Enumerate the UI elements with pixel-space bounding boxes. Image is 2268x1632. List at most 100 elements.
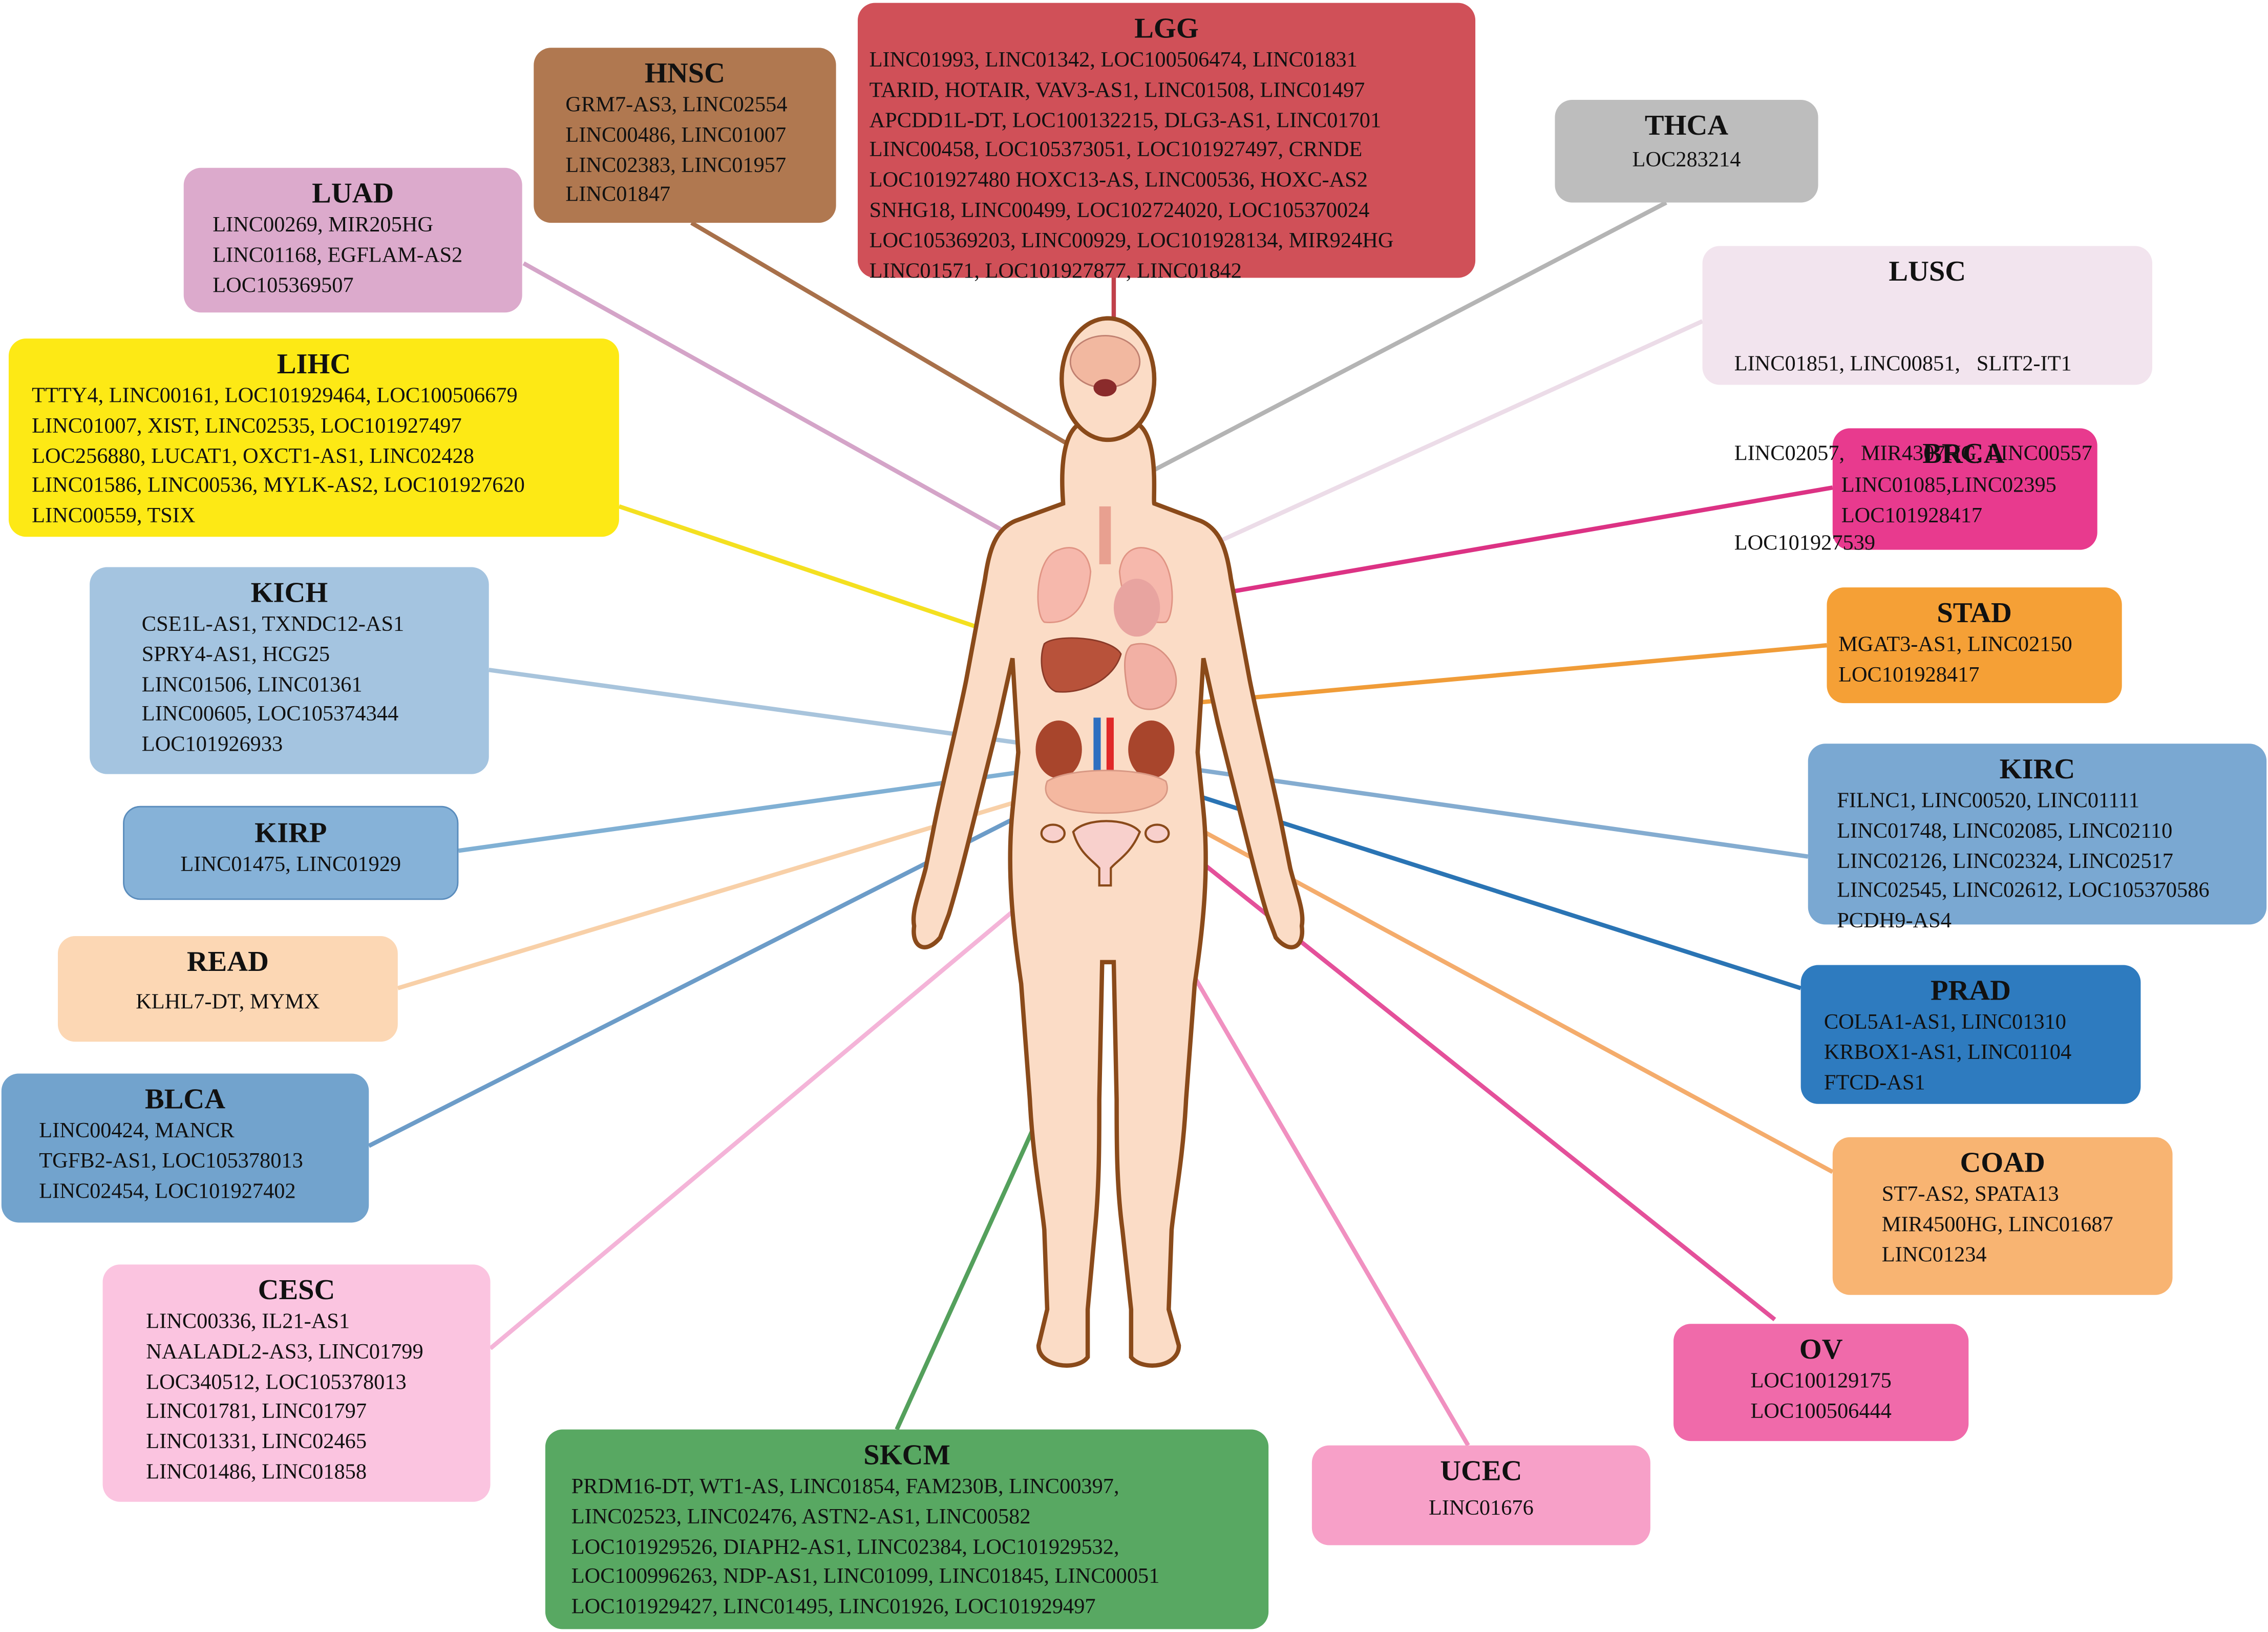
hnsc-connector-line xyxy=(690,221,1089,458)
thca-gene-list: LOC283214 xyxy=(1566,146,1807,176)
kirc-box: KIRC FILNC1, LINC00520, LINC01111 LINC01… xyxy=(1808,744,2267,934)
stad-title: STAD xyxy=(1937,597,2012,630)
prad-box: PRAD COL5A1-AS1, LINC01310 KRBOX1-AS1, L… xyxy=(1800,965,2141,1104)
gene-line: LINC01586, LINC00536, MYLK-AS2, LOC10192… xyxy=(32,475,525,499)
gene-line: LOC283214 xyxy=(1632,149,1741,173)
brca-box: BRCA LINC01085,LINC02395 LOC101928417 xyxy=(1832,428,2097,550)
gene-line: LINC02126, LINC02324, LINC02517 xyxy=(1837,850,2173,874)
ov-connector-line xyxy=(1153,823,1776,1322)
gene-line: LINC01331, LINC02465 xyxy=(146,1431,367,1455)
coad-box: COAD ST7-AS2, SPATA13 MIR4500HG, LINC016… xyxy=(1832,1137,2173,1295)
gene-line: LINC01676 xyxy=(1428,1497,1534,1521)
organs xyxy=(1035,335,1177,887)
hnsc-box: HNSC GRM7-AS3, LINC02554 LINC00486, LINC… xyxy=(534,48,836,223)
gene-line: MGAT3-AS1, LINC02150 xyxy=(1838,633,2072,657)
cesc-connector-line xyxy=(489,852,1084,1350)
gene-line: LINC01007, XIST, LINC02535, LOC101927497 xyxy=(32,415,462,438)
gene-line: LINC02545, LINC02612, LOC105370586 xyxy=(1837,880,2210,904)
thca-box: THCA LOC283214 xyxy=(1555,99,1818,203)
ucec-gene-list: LINC01676 xyxy=(1324,1495,1639,1525)
hnsc-gene-list: GRM7-AS3, LINC02554 LINC00486, LINC01007… xyxy=(565,91,824,211)
gene-line: LINC02454, LOC101927402 xyxy=(39,1180,296,1203)
lusc-box: LUSC LINC01851, LINC00851, SLIT2-IT1 LIN… xyxy=(1702,246,2153,556)
kirc-gene-list: FILNC1, LINC00520, LINC01111 LINC01748, … xyxy=(1837,787,2255,938)
gene-line: FILNC1, LINC00520, LINC01111 xyxy=(1837,790,2140,813)
gene-line: LINC02523, LINC02476, ASTN2-AS1, LINC005… xyxy=(571,1506,1031,1529)
gene-line: LINC00424, MANCR xyxy=(39,1119,235,1143)
read-box: READ KLHL7-DT, MYMX xyxy=(57,936,398,1042)
brca-title: BRCA xyxy=(1922,438,2005,471)
cesc-gene-list: LINC00336, IL21-AS1 NAALADL2-AS3, LINC01… xyxy=(146,1308,479,1489)
gene-line: LINC01234 xyxy=(1881,1243,1987,1267)
lusc-gene-list: LINC01851, LINC00851, SLIT2-IT1 LINC0205… xyxy=(1734,289,2141,620)
ucec-title: UCEC xyxy=(1440,1455,1522,1488)
prad-gene-list: COL5A1-AS1, LINC01310 KRBOX1-AS1, LINC01… xyxy=(1824,1008,2129,1098)
gene-line: PRDM16-DT, WT1-AS, LINC01854, FAM230B, L… xyxy=(571,1475,1119,1499)
ov-title: OV xyxy=(1799,1334,1843,1366)
gene-line: LOC100129175 xyxy=(1750,1370,1892,1393)
lgg-title: LGG xyxy=(1134,13,1199,45)
gene-line: LOC100506444 xyxy=(1750,1400,1892,1424)
gene-line: ST7-AS2, SPATA13 xyxy=(1881,1183,2059,1207)
kich-box: KICH CSE1L-AS1, TXNDC12-AS1 SPRY4-AS1, H… xyxy=(90,567,489,774)
left-lung-icon xyxy=(1037,547,1092,623)
skcm-box: SKCM PRDM16-DT, WT1-AS, LINC01854, FAM23… xyxy=(545,1429,1269,1629)
gene-line: LOC101928417 xyxy=(1838,664,1980,687)
luad-connector-line xyxy=(522,261,1054,561)
stad-box: STAD MGAT3-AS1, LINC02150 LOC101928417 xyxy=(1827,587,2122,704)
ov-box: OV LOC100129175 LOC100506444 xyxy=(1673,1324,1969,1442)
gene-line: LINC00458, LOC105373051, LOC101927497, C… xyxy=(869,139,1363,163)
stomach-icon xyxy=(1124,643,1177,710)
gene-line: SNHG18, LINC00499, LOC102724020, LOC1053… xyxy=(869,199,1370,223)
gene-line: GRM7-AS3, LINC02554 xyxy=(565,94,788,117)
coad-gene-list: ST7-AS2, SPATA13 MIR4500HG, LINC01687 LI… xyxy=(1882,1181,2161,1271)
gene-line: CSE1L-AS1, TXNDC12-AS1 xyxy=(141,613,405,637)
gene-line: LINC00486, LINC01007 xyxy=(565,124,787,147)
gene-line: LOC101927539 xyxy=(1734,533,1876,557)
right-ovary-icon xyxy=(1144,823,1170,843)
gene-line: PCDH9-AS4 xyxy=(1837,910,1952,934)
gene-line: LINC00605, LOC105374344 xyxy=(141,704,399,727)
gene-line: LINC00269, MIR205HG xyxy=(213,214,433,238)
gene-line: LINC01168, EGFLAM-AS2 xyxy=(213,244,463,268)
gene-line: LINC02057, MIR4307HG, LINC00557 xyxy=(1734,442,2092,466)
prad-title: PRAD xyxy=(1931,975,2011,1007)
gene-line: LOC105369507 xyxy=(213,274,354,298)
skcm-title: SKCM xyxy=(863,1439,950,1472)
gene-line: LINC01571, LOC101927877, LINC01842 xyxy=(869,260,1242,283)
body-outline xyxy=(911,420,1305,1368)
kirc-title: KIRC xyxy=(1999,754,2075,786)
uterus-icon xyxy=(1072,820,1141,887)
gene-line: LOC256880, LUCAT1, OXCT1-AS1, LINC02428 xyxy=(32,445,475,469)
gene-line: LINC01085,LINC02395 xyxy=(1841,474,2057,498)
right-kidney-icon xyxy=(1128,720,1175,779)
stad-connector-line xyxy=(1174,643,1827,707)
gene-line: LINC01847 xyxy=(565,184,671,208)
gene-line: TARID, HOTAIR, VAV3-AS1, LINC01508, LINC… xyxy=(869,79,1365,103)
gene-line: LINC01993, LINC01342, LOC100506474, LINC… xyxy=(869,49,1358,73)
brain-stem-icon xyxy=(1093,379,1117,397)
ucec-box: UCEC LINC01676 xyxy=(1311,1445,1650,1545)
luad-gene-list: LINC00269, MIR205HG LINC01168, EGFLAM-AS… xyxy=(213,211,511,302)
gene-line: LOC340512, LOC105378013 xyxy=(146,1371,407,1394)
gene-line: LOC101926933 xyxy=(141,734,283,757)
brca-connector-line xyxy=(1189,485,1833,601)
gene-line: COL5A1-AS1, LINC01310 xyxy=(1824,1011,2066,1035)
gene-line: LINC00559, TSIX xyxy=(32,505,196,528)
gene-line: NAALADL2-AS3, LINC01799 xyxy=(146,1341,423,1364)
gene-line: TGFB2-AS1, LOC105378013 xyxy=(39,1150,303,1173)
read-title: READ xyxy=(186,946,269,978)
cesc-title: CESC xyxy=(258,1275,335,1307)
intestine-icon xyxy=(1045,770,1168,814)
thca-title: THCA xyxy=(1644,110,1729,142)
blca-title: BLCA xyxy=(145,1084,226,1116)
lusc-connector-line xyxy=(1168,319,1704,566)
gene-line: LINC01486, LINC01858 xyxy=(146,1461,367,1485)
kich-connector-line xyxy=(489,667,1036,748)
lihc-title: LIHC xyxy=(277,348,351,381)
lgg-box: LGG LINC01993, LINC01342, LOC100506474, … xyxy=(857,3,1476,283)
gene-line: LOC101929526, DIAPH2-AS1, LINC02384, LOC… xyxy=(571,1536,1119,1559)
gene-line: LINC01506, LINC01361 xyxy=(141,673,363,697)
